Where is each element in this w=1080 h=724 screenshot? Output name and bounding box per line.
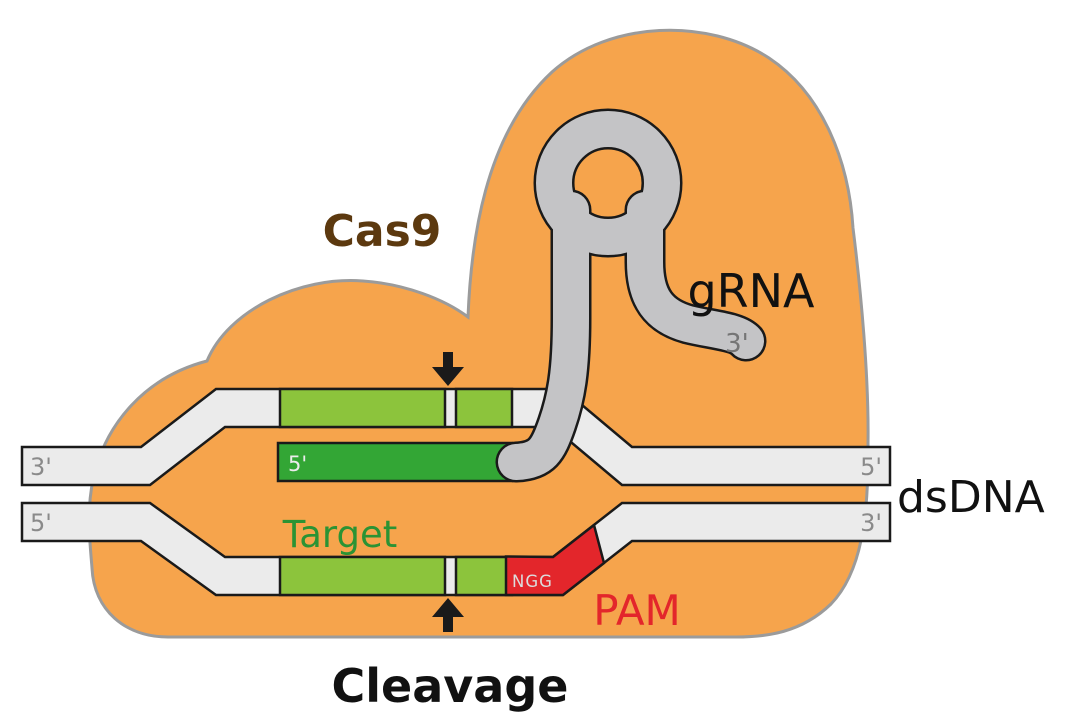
strand-top-left-end-label: 3' xyxy=(30,453,52,481)
target-label: Target xyxy=(282,513,397,556)
cleavage-arrow-top xyxy=(432,352,464,386)
pam-site xyxy=(504,522,606,597)
target-segment-bottom-left xyxy=(278,555,447,597)
strand-bottom-left-end-label: 5' xyxy=(30,509,52,537)
dna-strand-bottom xyxy=(20,501,892,597)
cas9-label: Cas9 xyxy=(323,206,442,257)
cleavage-label: Cleavage xyxy=(332,659,569,713)
dsdna-label: dsDNA xyxy=(897,472,1045,523)
target-segment-top-right xyxy=(454,387,514,429)
strand-top-right-end-label: 5' xyxy=(860,453,882,481)
strand-bottom-right-end-label: 3' xyxy=(860,509,882,537)
grna-stem xyxy=(498,192,589,480)
pam-motif-label: NGG xyxy=(512,572,553,591)
target-segment-bottom-right xyxy=(454,555,514,597)
cleavage-arrow-bottom xyxy=(432,598,464,632)
pam-label: PAM xyxy=(593,586,681,635)
dna-strand-top xyxy=(20,387,892,487)
target-strand-5prime-label: 5' xyxy=(288,452,307,476)
grna-3prime-end-label: 3' xyxy=(725,329,749,359)
grna-ribbon-layer xyxy=(498,111,764,480)
target-segment-top-left xyxy=(278,387,447,429)
grna-3prime-tail xyxy=(627,192,764,359)
grna-hairpin-loop xyxy=(536,111,680,255)
grna-label: gRNA xyxy=(687,264,815,318)
target-grna-duplex-bar xyxy=(276,441,514,483)
